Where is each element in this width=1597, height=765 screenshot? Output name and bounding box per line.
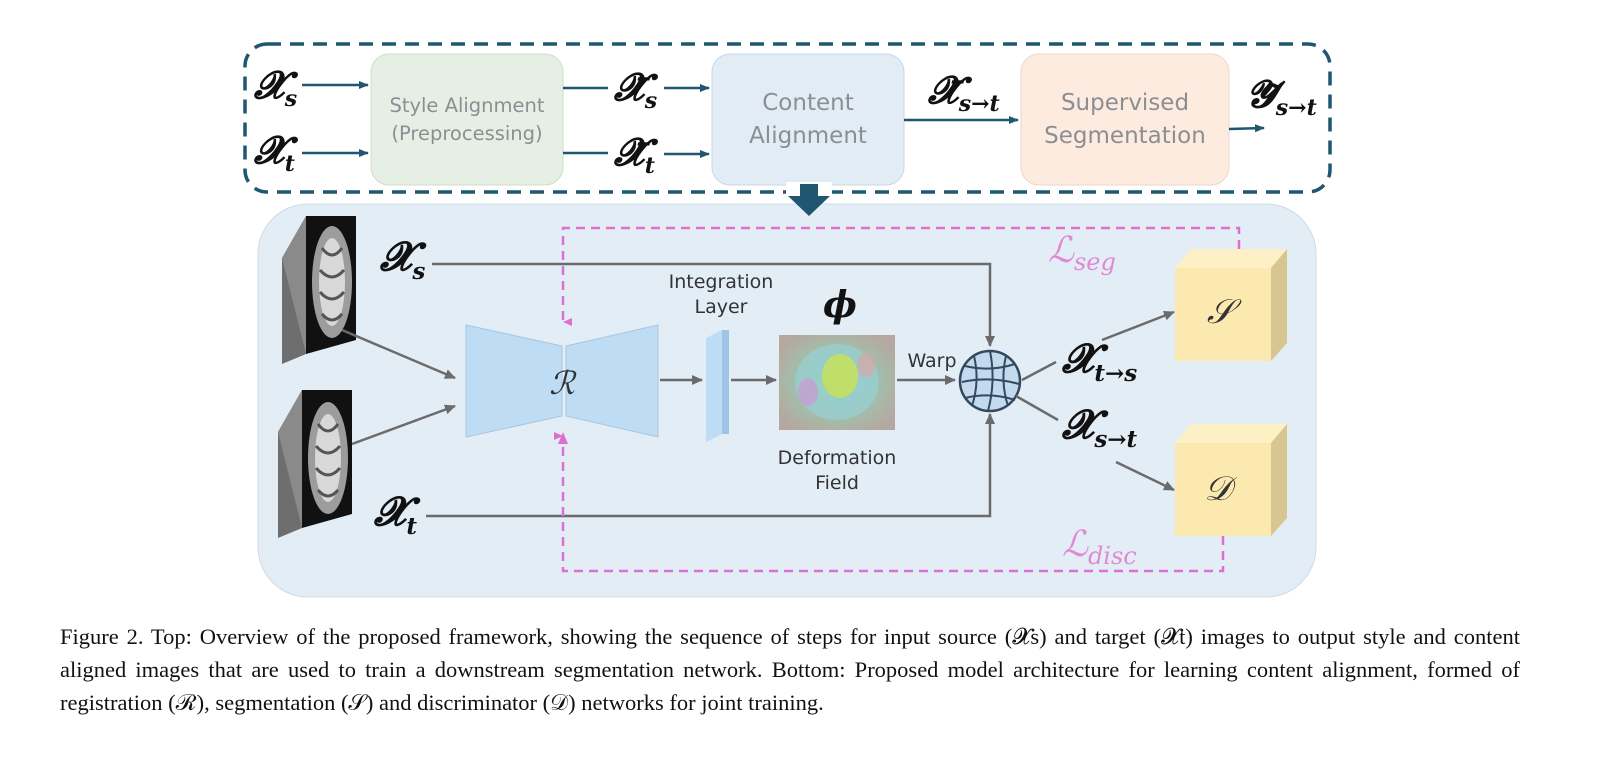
- top-pipeline: 𝓧s 𝓧t Style Alignment (Preprocessing) 𝓧̄…: [243, 42, 1332, 194]
- warp-grid-icon: [958, 349, 1022, 413]
- supervised-segmentation-box: [1020, 53, 1230, 186]
- top-bar-target: 𝓧̄t: [613, 129, 659, 179]
- seg-box-line2: Segmentation: [1044, 123, 1206, 149]
- warp-label: Warp: [907, 350, 956, 372]
- phi-label: ϕ: [823, 284, 857, 326]
- top-bar-source: 𝓧̄s: [613, 64, 659, 114]
- top-aligned-output: 𝓧̄s→t: [927, 67, 1000, 117]
- loss-disc-label: ℒdisc: [1062, 524, 1137, 570]
- style-box-line1: Style Alignment: [389, 94, 544, 117]
- arrow-seg-to-output: [1228, 124, 1265, 133]
- segmentation-network-cube: 𝒮: [1175, 249, 1287, 361]
- xt-path-to-warp: [426, 413, 995, 518]
- deformation-label-line2: Field: [815, 472, 859, 494]
- registration-label: ℛ: [549, 364, 577, 402]
- brain-image-target: [278, 390, 352, 538]
- arrow-brain-source-to-reg: [341, 328, 456, 380]
- line-warp-to-xst: [1015, 394, 1059, 422]
- arrow-brain-target-to-reg: [351, 404, 456, 446]
- content-box-line2: Alignment: [749, 123, 867, 149]
- arrow-xts-to-seg: [1101, 310, 1175, 342]
- seg-loss-path: [561, 226, 1241, 326]
- deformation-label-line1: Deformation: [778, 447, 897, 469]
- style-alignment-box: [370, 53, 564, 186]
- disc-loss-arrowhead: [558, 432, 568, 444]
- loss-seg-label: ℒseg: [1048, 230, 1116, 276]
- deformation-field: ϕ Deformation Field: [778, 284, 897, 494]
- disc-loss-path: [554, 432, 1225, 573]
- content-box-line1: Content: [762, 90, 853, 116]
- content-alignment-box: [711, 53, 905, 186]
- xs-path-to-warp: [432, 262, 995, 347]
- top-seg-output: 𝓨̃s→t: [1246, 71, 1317, 121]
- integration-layer: Integration Layer: [669, 271, 774, 442]
- expand-arrow: [786, 182, 832, 216]
- top-input-source: 𝓧s: [253, 62, 299, 112]
- integration-label-line2: Layer: [695, 296, 748, 318]
- integration-label-line1: Integration: [669, 271, 774, 293]
- figure-caption: Figure 2. Top: Overview of the proposed …: [60, 620, 1520, 719]
- top-input-target: 𝓧t: [253, 127, 299, 177]
- registration-network: ℛ: [465, 324, 659, 438]
- caption-text: Figure 2. Top: Overview of the proposed …: [60, 624, 1520, 715]
- line-warp-to-xts: [1021, 360, 1057, 382]
- seg-box-line1: Supervised: [1061, 90, 1189, 116]
- brain-image-source: [282, 216, 356, 364]
- style-box-line2: (Preprocessing): [391, 122, 542, 145]
- arrow-xst-to-disc: [1115, 460, 1175, 492]
- discriminator-network-cube: 𝒟: [1175, 424, 1287, 536]
